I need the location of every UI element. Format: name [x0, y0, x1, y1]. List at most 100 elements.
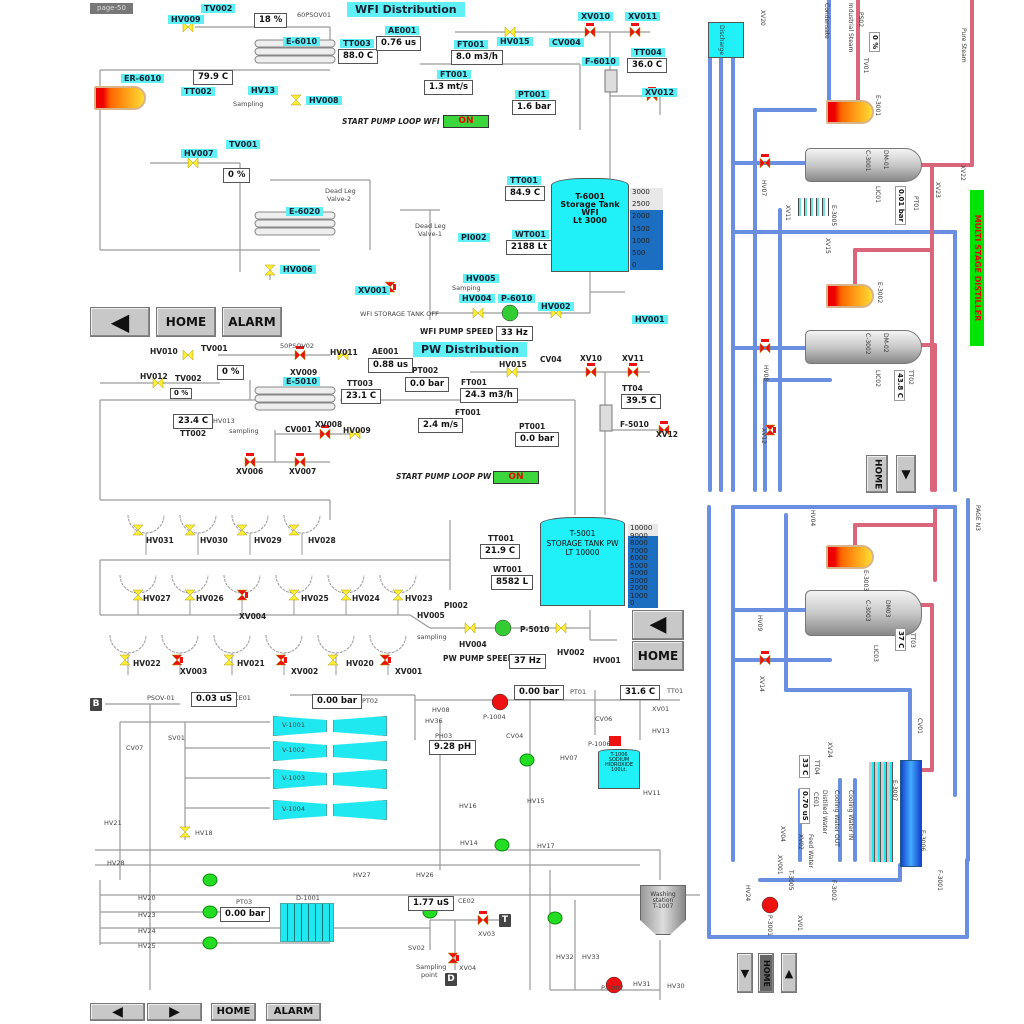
- distiller-labels-dm01: DM-01: [882, 150, 889, 170]
- distiller-labels-dm03: DM03: [884, 600, 891, 618]
- distiller-values-ce01: 0.70 uS: [799, 788, 810, 824]
- wfi-texts-sov: 60PSOV01: [297, 11, 332, 19]
- distiller-values-tt02: 43.8 C: [894, 370, 905, 401]
- demineralizer-d1001: [280, 903, 334, 942]
- valve-hv07-d-actuator: [761, 154, 769, 157]
- alarm-button-ro[interactable]: ALARM: [266, 1003, 321, 1021]
- pw-labels-e5010: E-5010: [283, 377, 321, 386]
- valve-xv14-d: [759, 654, 771, 666]
- wfi-level-fill: [630, 210, 663, 270]
- wfi-texts-on[interactable]: ON: [443, 115, 489, 128]
- home-button-ro[interactable]: HOME: [211, 1003, 256, 1021]
- ro-labels-xv04: XV04: [459, 964, 477, 972]
- ro-labels-hv14: HV14: [460, 839, 478, 847]
- back-button[interactable]: ◀: [90, 307, 150, 337]
- valve-xv007-actuator: [296, 453, 304, 456]
- heater-e3002: [826, 284, 874, 308]
- distiller-labels-pure-steam: Pure Steam: [960, 28, 967, 63]
- distiller-values-tt03: 37 C: [895, 628, 906, 652]
- wfi-tags-f6010: F-6010: [582, 57, 619, 66]
- distiller-labels-feed-water: Feed Water: [807, 834, 814, 868]
- distiller-labels-cooling-out: Cooling Water OUT: [833, 790, 840, 847]
- ro-labels-p1007: P-1007: [601, 984, 624, 992]
- tank-t6001-line2: WFI: [581, 208, 599, 217]
- flow-indicator: [202, 873, 218, 887]
- pw-labels-hv012: HV012: [140, 372, 168, 381]
- home-button-distiller[interactable]: HOME: [866, 455, 888, 493]
- pw-labels-xv12: XV12: [656, 430, 679, 439]
- ro-labels-sv02: SV02: [408, 944, 425, 952]
- gauge-tick: 3000: [632, 188, 650, 196]
- distiller-labels-tt04: TT04: [813, 760, 820, 775]
- distiller-labels-cv01: CV01: [916, 718, 923, 734]
- valve-hv022: [119, 654, 131, 666]
- wfi-values-tv001-pos: 0 %: [223, 168, 251, 183]
- pw-labels-hv031: HV031: [146, 536, 174, 545]
- pw-values-tv001-pos: 0 %: [217, 365, 245, 380]
- valve-xv004: [236, 589, 248, 601]
- valve-xv010-actuator: [586, 23, 594, 26]
- pw-values-ae001: 0.88 us: [368, 358, 414, 373]
- wfi-texts-dead-leg-2a: Dead Leg: [325, 187, 356, 195]
- pw-labels-xv009: XV009: [290, 368, 318, 377]
- tank-t5001-line2: LT 10000: [565, 548, 600, 557]
- header-loop: [127, 514, 165, 534]
- ro-labels-hv32: HV32: [556, 953, 574, 961]
- up-button-distiller-bottom[interactable]: ▲: [781, 953, 797, 993]
- ro-labels-tt01: TT01: [667, 687, 684, 695]
- vessel-c3002: [805, 330, 922, 364]
- ro-labels-pt02: PT02: [362, 697, 379, 705]
- pw-labels-hv005: HV005: [417, 611, 445, 620]
- distiller-labels-c3003: C-3003: [864, 600, 871, 622]
- heat-exchanger-coil: [254, 219, 336, 228]
- wfi-tags-hv015: HV015: [497, 37, 533, 46]
- triangle-down-icon: ▼: [740, 966, 750, 980]
- pump-p5010: [494, 619, 512, 637]
- gauge-tick: 8000: [630, 539, 648, 547]
- ro-labels-cv04: CV04: [506, 732, 524, 740]
- heater-e3001: [826, 100, 874, 124]
- valve-hv07-d: [759, 157, 771, 169]
- valve-hv004-pw: [464, 622, 476, 634]
- washing-washing_1: Washing: [650, 891, 676, 898]
- ro-labels-sv01: SV01: [168, 734, 185, 742]
- distiller-labels-lic03: LIC03: [872, 645, 879, 662]
- pw-labels-on[interactable]: ON: [493, 471, 539, 484]
- distiller-labels-xv11: XV11: [784, 205, 791, 221]
- ro-labels-hv15: HV15: [527, 797, 545, 805]
- pw-labels-sampling: sampling: [229, 427, 259, 435]
- ro-labels-hv36: HV36: [425, 717, 443, 725]
- valve-xv10: [585, 366, 597, 378]
- flow-indicator: [494, 838, 510, 852]
- valve-xv008-actuator: [321, 425, 329, 428]
- header-loop: [179, 514, 217, 534]
- heater-e3003: [826, 545, 874, 569]
- home-button-distiller-bottom[interactable]: HOME: [758, 953, 774, 993]
- back-button-pw[interactable]: ◀: [632, 610, 684, 640]
- filter-f5010: [599, 404, 613, 432]
- pump-p3001: [761, 896, 779, 914]
- pw-values-tv002-pos: 0 %: [170, 388, 193, 399]
- wfi-tags-tt001: TT001: [507, 176, 541, 185]
- ro-values-ce01: 0.03 uS: [191, 692, 238, 707]
- pw-labels-xv10: XV10: [580, 354, 603, 363]
- alarm-button[interactable]: ALARM: [222, 307, 282, 337]
- home-button[interactable]: HOME: [156, 307, 216, 337]
- distiller-labels-page-n3: PAGE N3: [974, 505, 981, 531]
- home-button-pw[interactable]: HOME: [632, 641, 684, 671]
- pw-labels-hv021: HV021: [237, 659, 265, 668]
- distiller-labels-f3002: F-3002: [830, 880, 837, 901]
- gauge-tick: 9000: [630, 531, 648, 540]
- down-button-distiller[interactable]: ▼: [896, 455, 916, 493]
- wfi-tags-e6010: E-6010: [283, 37, 321, 46]
- forward-button-ro[interactable]: ▶: [147, 1003, 202, 1021]
- wfi-tags-tt003: TT003: [340, 39, 374, 48]
- wfi-tags-pt001: PT001: [515, 90, 550, 99]
- ro-labels-d1001: D-1001: [296, 894, 320, 902]
- wfi-tags-hv005: HV005: [463, 274, 499, 283]
- back-button-ro[interactable]: ◀: [90, 1003, 145, 1021]
- valve-hv011: [337, 349, 349, 361]
- down-button-distiller-bottom[interactable]: ▼: [737, 953, 753, 993]
- washing-washing_3: T-1007: [652, 903, 674, 910]
